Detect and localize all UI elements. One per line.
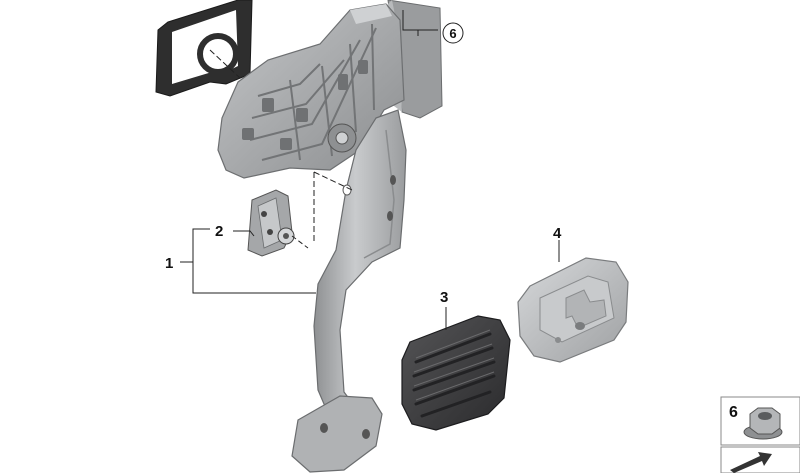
callout-3: 3 (440, 289, 448, 306)
callout-2: 2 (215, 223, 223, 240)
callout-leaders (180, 10, 560, 330)
gasket-leader (209, 49, 241, 79)
callout-4: 4 (553, 225, 562, 242)
sub-bracket-leader (291, 235, 309, 249)
arrow-icon (730, 452, 772, 473)
sub-bracket (247, 189, 295, 257)
bracket-guide-line (313, 171, 353, 242)
legend-item-number: 6 (729, 404, 738, 421)
callout-1: 1 (165, 255, 173, 272)
pedal-housing (217, 0, 443, 179)
callout-6-circle (442, 22, 464, 44)
callout-6: 6 (449, 26, 456, 41)
flange-nut-icon (743, 407, 783, 440)
pedal-arm (291, 109, 407, 473)
pedal-plate (517, 257, 629, 363)
legend-nav-box (720, 446, 800, 473)
gasket (155, 0, 253, 97)
legend-item-nut: 6 (720, 396, 800, 446)
pedal-pad-rubber (401, 315, 511, 431)
